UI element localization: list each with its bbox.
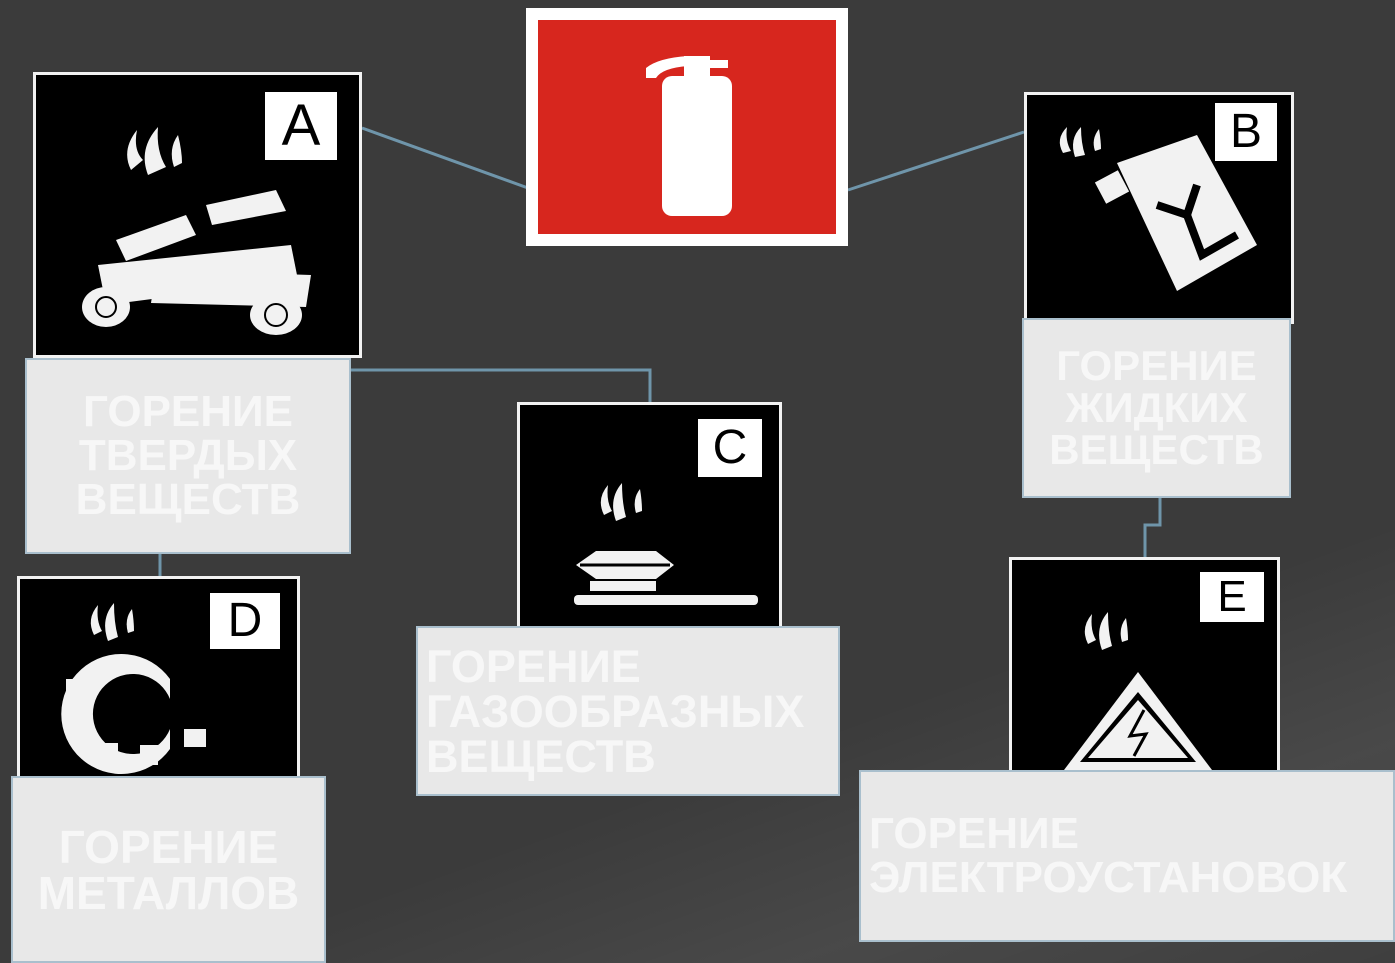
class-b-tile: B [1024, 92, 1294, 324]
class-letter: A [265, 92, 337, 160]
label-line: ГОРЕНИЕ [1056, 342, 1257, 389]
label-line: ВЕЩЕСТВ [426, 730, 656, 782]
label-gases: ГОРЕНИЕ ГАЗООБРАЗНЫХ ВЕЩЕСТВ [416, 626, 840, 796]
class-c-tile: C [517, 402, 782, 638]
class-letter: B [1215, 103, 1277, 161]
label-metals: ГОРЕНИЕ МЕТАЛЛОВ [11, 776, 326, 963]
high-voltage-icon [1064, 612, 1212, 770]
label-line: ЖИДКИХ [1065, 384, 1248, 431]
label-line: ЭЛЕКТРОУСТАНОВОК [869, 853, 1348, 902]
class-letter: D [210, 593, 280, 649]
connector-center-to-b [847, 130, 1025, 192]
label-liquids: ГОРЕНИЕ ЖИДКИХ ВЕЩЕСТВ [1022, 318, 1291, 498]
class-letter: C [698, 419, 762, 477]
label-line: ГОРЕНИЕ [869, 809, 1080, 858]
label-line: ГОРЕНИЕ [426, 640, 641, 692]
fire-extinguisher-sign [526, 8, 848, 246]
label-line: ГАЗООБРАЗНЫХ [426, 685, 805, 737]
class-a-tile: A [33, 72, 362, 358]
gas-burner-icon [574, 483, 758, 605]
metal-gear-icon [61, 603, 206, 774]
connector-a-to-c [350, 368, 652, 404]
connector-b-to-e [1143, 497, 1162, 560]
label-line: ТВЕРДЫХ [78, 431, 298, 480]
class-d-tile: D [17, 576, 300, 792]
fire-extinguisher-icon [646, 56, 732, 216]
fuel-canister-icon [1059, 127, 1257, 291]
label-line: ВЕЩЕСТВ [1049, 426, 1264, 473]
label-line: ГОРЕНИЕ [82, 387, 294, 436]
label-electrical: ГОРЕНИЕ ЭЛЕКТРОУСТАНОВОК [859, 770, 1395, 942]
class-letter: E [1200, 572, 1264, 622]
class-e-tile: E [1009, 557, 1280, 785]
red-sign-panel [538, 20, 836, 234]
label-solids: ГОРЕНИЕ ТВЕРДЫХ ВЕЩЕСТВ [25, 358, 351, 554]
label-line: ВЕЩЕСТВ [75, 475, 301, 524]
label-line: ГОРЕНИЕ [58, 820, 279, 873]
label-line: МЕТАЛЛОВ [37, 866, 300, 919]
connector-a-to-center [361, 126, 529, 190]
burning-logs-icon [82, 127, 311, 335]
